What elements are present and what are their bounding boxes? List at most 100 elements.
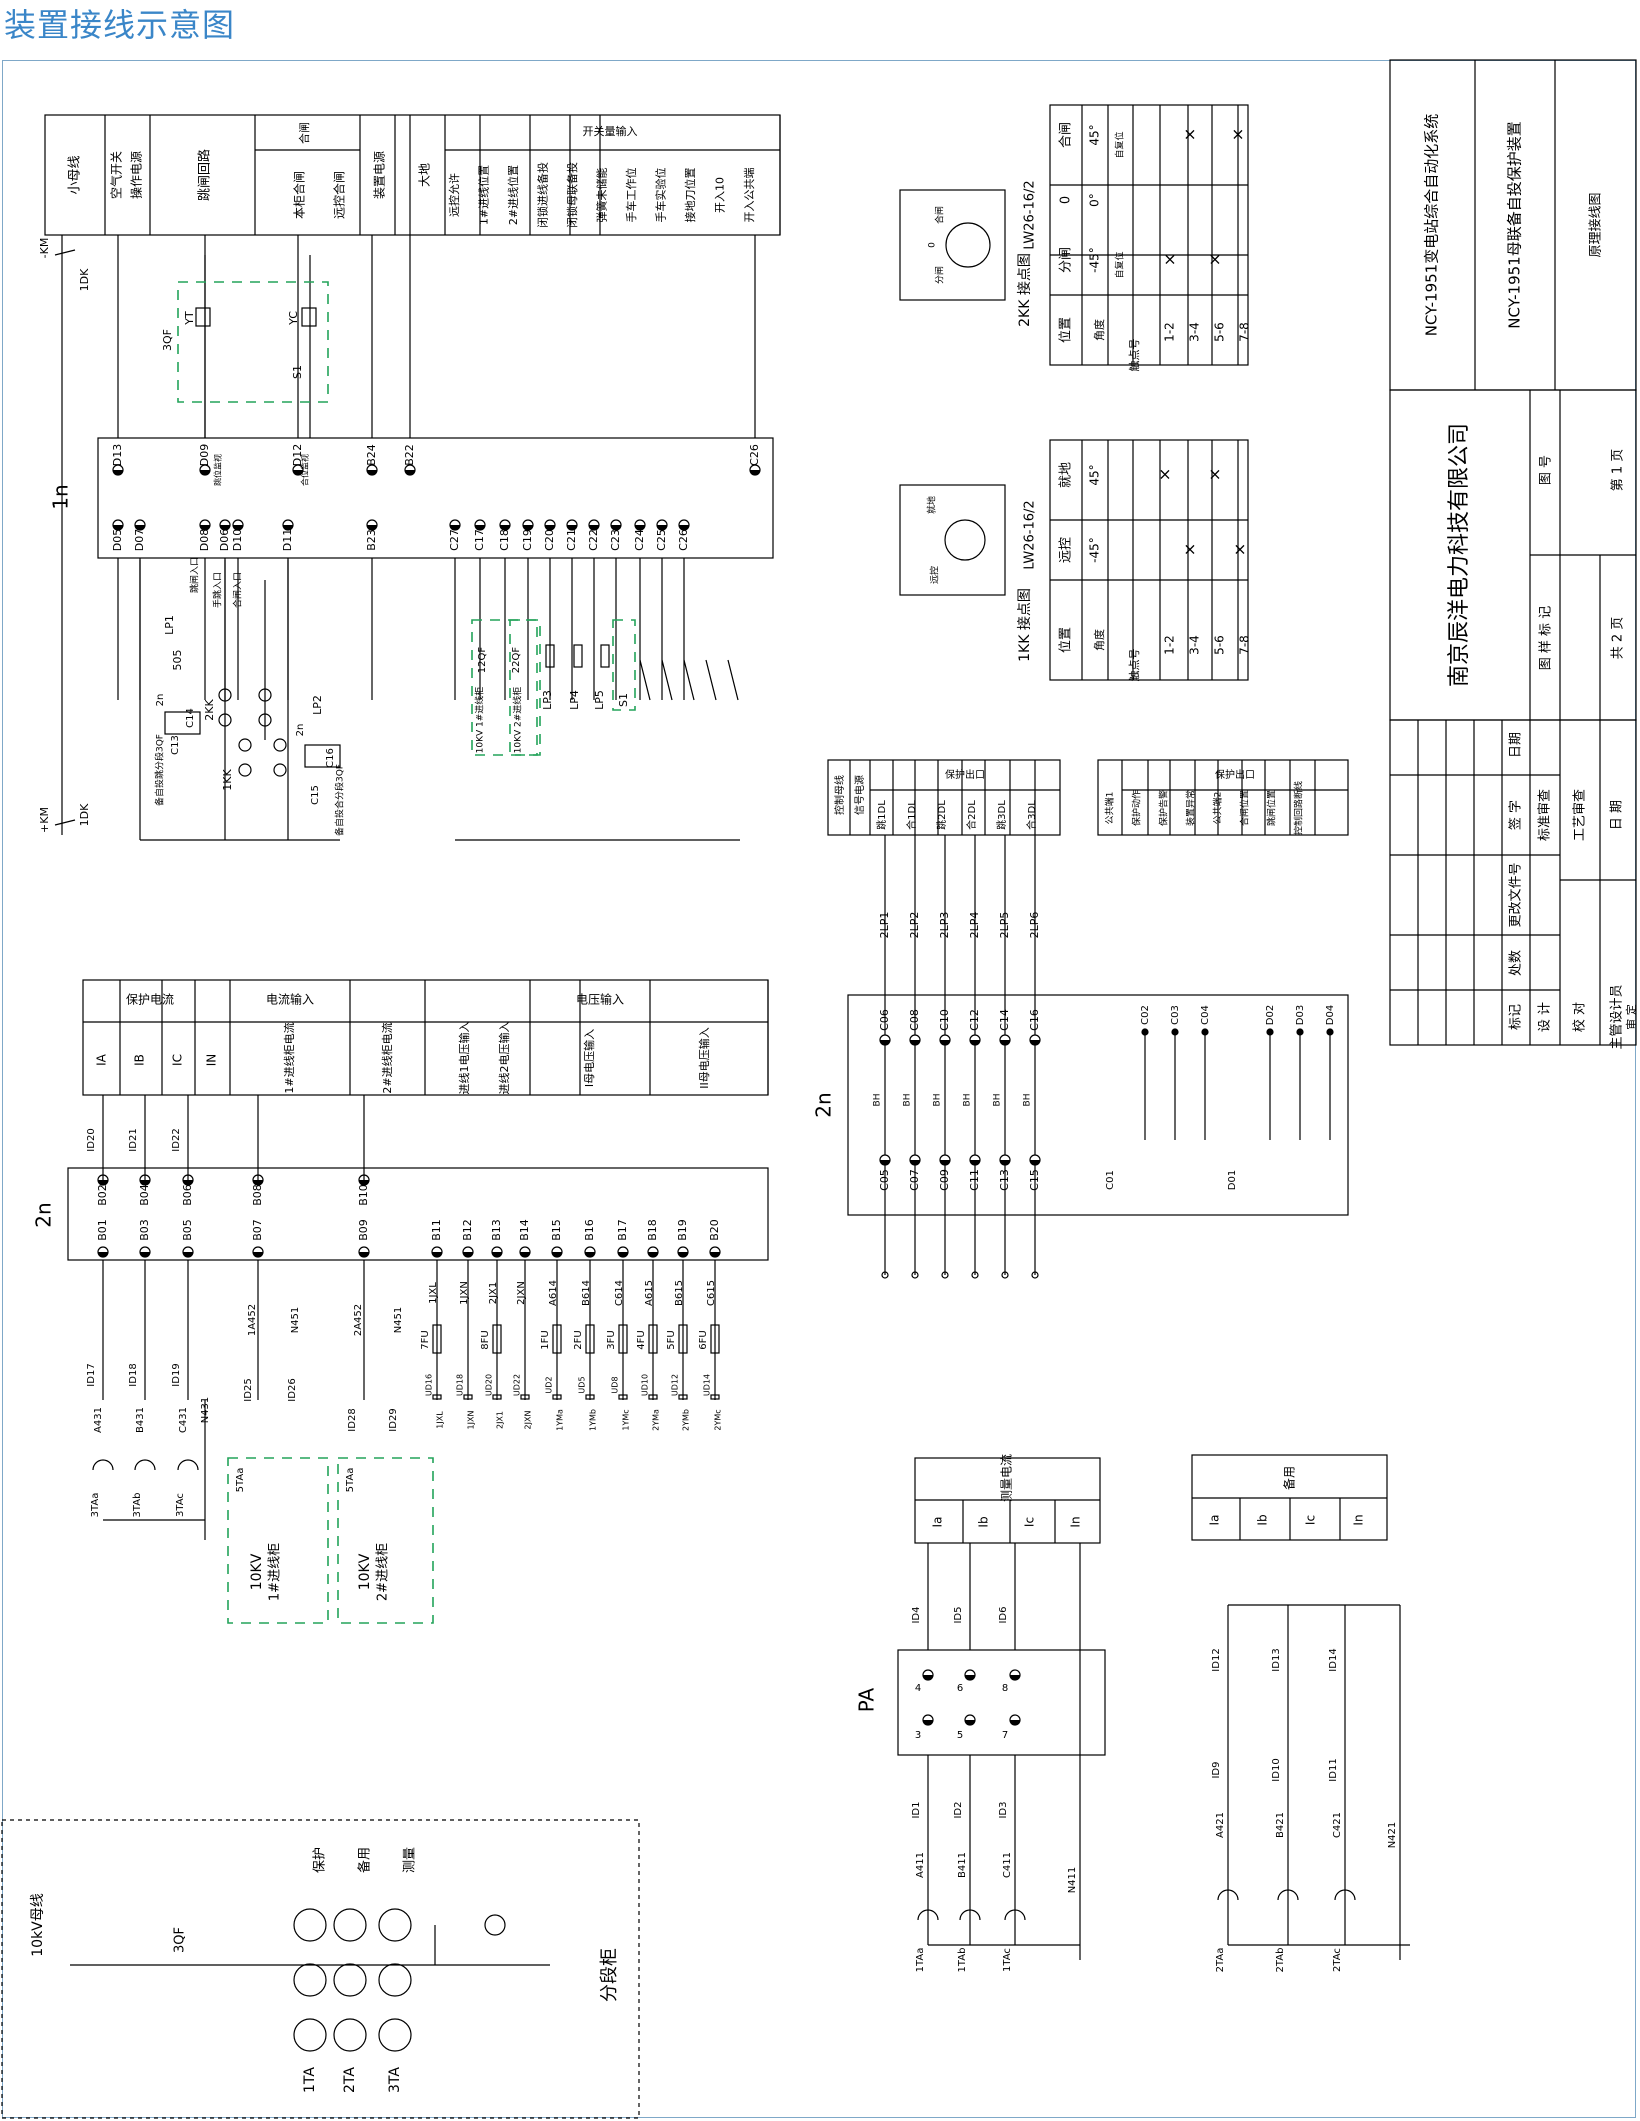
- mhr-1: 保护动作: [1131, 790, 1143, 826]
- t-B04: B04: [138, 1184, 151, 1206]
- ud-UD20: UD20: [485, 1374, 494, 1396]
- kk-contact-6: [273, 738, 287, 752]
- id-ID14: ID14: [1328, 1648, 1339, 1671]
- lbl-22qf: 22QF: [511, 647, 522, 674]
- k1-a0: -45°: [1088, 537, 1102, 563]
- ud-UD12: UD12: [671, 1374, 680, 1396]
- term-B02-fill: [98, 1180, 108, 1185]
- term-1n-b-C21-fill: [567, 525, 577, 530]
- id-ID3: ID3: [998, 1801, 1009, 1818]
- term-1n-bot-D10: D10: [231, 529, 244, 551]
- bus-mark-9: [710, 1394, 720, 1400]
- cab-ct-2-0: [293, 2018, 327, 2052]
- lbl-shoutiao: 手跳入口: [212, 572, 224, 608]
- k1-table: [1049, 439, 1249, 681]
- w-N421: N421: [1387, 1822, 1398, 1849]
- vw-C615: C615: [706, 1280, 717, 1306]
- zone-ta5-2: [337, 1457, 434, 1624]
- bh-IB: IB: [133, 1054, 147, 1066]
- bus-1JXN: 1JXN: [467, 1411, 476, 1430]
- k1-dial-yuan: 远控: [929, 566, 941, 584]
- t-B06: B06: [181, 1184, 194, 1206]
- term-1n-top-D13: D13: [111, 444, 124, 466]
- term-C12-fill: [970, 1040, 980, 1045]
- term-1n-top-D12: D12: [291, 444, 304, 466]
- th-k-9: 开入10: [714, 177, 727, 213]
- lbl-c16: C16: [325, 748, 336, 768]
- term-1n-bot-C19: C19: [521, 529, 534, 551]
- fuse-3FU: [618, 1324, 628, 1354]
- bus-mark-5: [585, 1394, 595, 1400]
- cab-bus: 10kV母线: [30, 1893, 46, 1957]
- w-N451: N451: [290, 1307, 301, 1334]
- cab-1TA: 1TA: [302, 2067, 318, 2093]
- fu-6FU: 6FU: [698, 1330, 709, 1349]
- mh-合2DL: 合2DL: [965, 800, 978, 830]
- term-1n-bot-C22: C22: [587, 529, 600, 551]
- mhr-0: 公共端1: [1104, 792, 1116, 825]
- k2-x-1: ×: [1208, 250, 1221, 269]
- ms-t-6: 6: [957, 1683, 963, 1694]
- t-C13: C13: [998, 1169, 1011, 1191]
- ms-Ia: Ia: [931, 1517, 945, 1528]
- lbl-s1: S1: [291, 365, 304, 379]
- t-B13: B13: [490, 1219, 503, 1241]
- mhr-2: 保护告警: [1158, 790, 1170, 826]
- lbl-1kk: 1KK: [221, 769, 234, 791]
- term-1n-bot-D07: D07: [133, 529, 146, 551]
- t-C15: C15: [1028, 1169, 1041, 1191]
- page-title: 装置接线示意图: [4, 6, 236, 44]
- bus-2JXN: 2JXN: [524, 1411, 533, 1430]
- th-k-2: 2#进线位置: [506, 165, 520, 225]
- k1-pos: 位置: [1059, 627, 1074, 653]
- lp-2LP3: 2LP3: [938, 912, 951, 939]
- coil-3TAc: [177, 1459, 199, 1471]
- bh-volt: 电压输入: [576, 992, 624, 1007]
- coil-1TAb: [959, 1909, 981, 1921]
- ta-5a: 5TAa: [235, 1468, 246, 1493]
- vw-C614: C614: [614, 1280, 625, 1306]
- t-C09: C09: [938, 1169, 951, 1191]
- coil-2TAa: [1217, 1889, 1239, 1901]
- w-C411: C411: [1002, 1852, 1013, 1878]
- term-1n-B24-fill: [367, 470, 377, 475]
- bus-mark-2: [492, 1394, 502, 1400]
- term-1n-b-D05-fill: [113, 525, 123, 530]
- term-1n-D13-fill: [113, 470, 123, 475]
- k1-row-3-4: 3-4: [1188, 635, 1202, 655]
- term-1n-bot-C18: C18: [498, 529, 511, 551]
- coil-2TAb: [1277, 1889, 1299, 1901]
- term-1n-bot-C24: C24: [633, 529, 646, 551]
- bh-1line: 1#进线柜电流: [282, 1022, 296, 1093]
- cab-role-测量: 测量: [403, 1847, 418, 1873]
- k2-a1: 0°: [1088, 193, 1102, 207]
- term-out-bot-4: [1001, 1271, 1009, 1279]
- term-1n-b-D06-fill: [220, 525, 230, 530]
- w-2A452: 2A452: [353, 1304, 364, 1336]
- vw-B615: B615: [674, 1280, 685, 1306]
- ms-termb-3-fill: [923, 1720, 933, 1725]
- lbl-yt: YT: [183, 311, 196, 326]
- sp-Ib: Ib: [1256, 1514, 1270, 1525]
- tb-device: NCY-1951母联备自投保护装置: [1506, 121, 1524, 328]
- tb-drawing-name: 原理接线图: [1588, 192, 1604, 257]
- term-B17-fill: [618, 1252, 628, 1257]
- coil-3TAa: [92, 1459, 114, 1471]
- lp-2LP5: 2LP5: [998, 912, 1011, 939]
- id-ID19: ID19: [171, 1363, 182, 1386]
- th-kqkg: 空气开关: [109, 151, 124, 199]
- term-C06-fill: [880, 1040, 890, 1045]
- lbl-10kv-1: 10KV: [249, 1553, 265, 1590]
- lbl-10kv-2: 10KV: [357, 1553, 373, 1590]
- term-out-bot-3: [971, 1271, 979, 1279]
- lbl-c13: C13: [170, 735, 181, 755]
- k2-row-7-8: 7-8: [1238, 322, 1252, 342]
- w-C421: C421: [1332, 1812, 1343, 1838]
- term-C10-fill: [940, 1040, 950, 1045]
- t-B01: B01: [96, 1219, 109, 1241]
- ta-3TAa: 3TAa: [90, 1493, 101, 1518]
- mh-跳1DL: 跳1DL: [875, 800, 888, 830]
- sw-contact-4: [727, 659, 739, 701]
- term-1n-b-D11-fill: [283, 525, 293, 530]
- k1-x-0: ×: [1158, 465, 1171, 484]
